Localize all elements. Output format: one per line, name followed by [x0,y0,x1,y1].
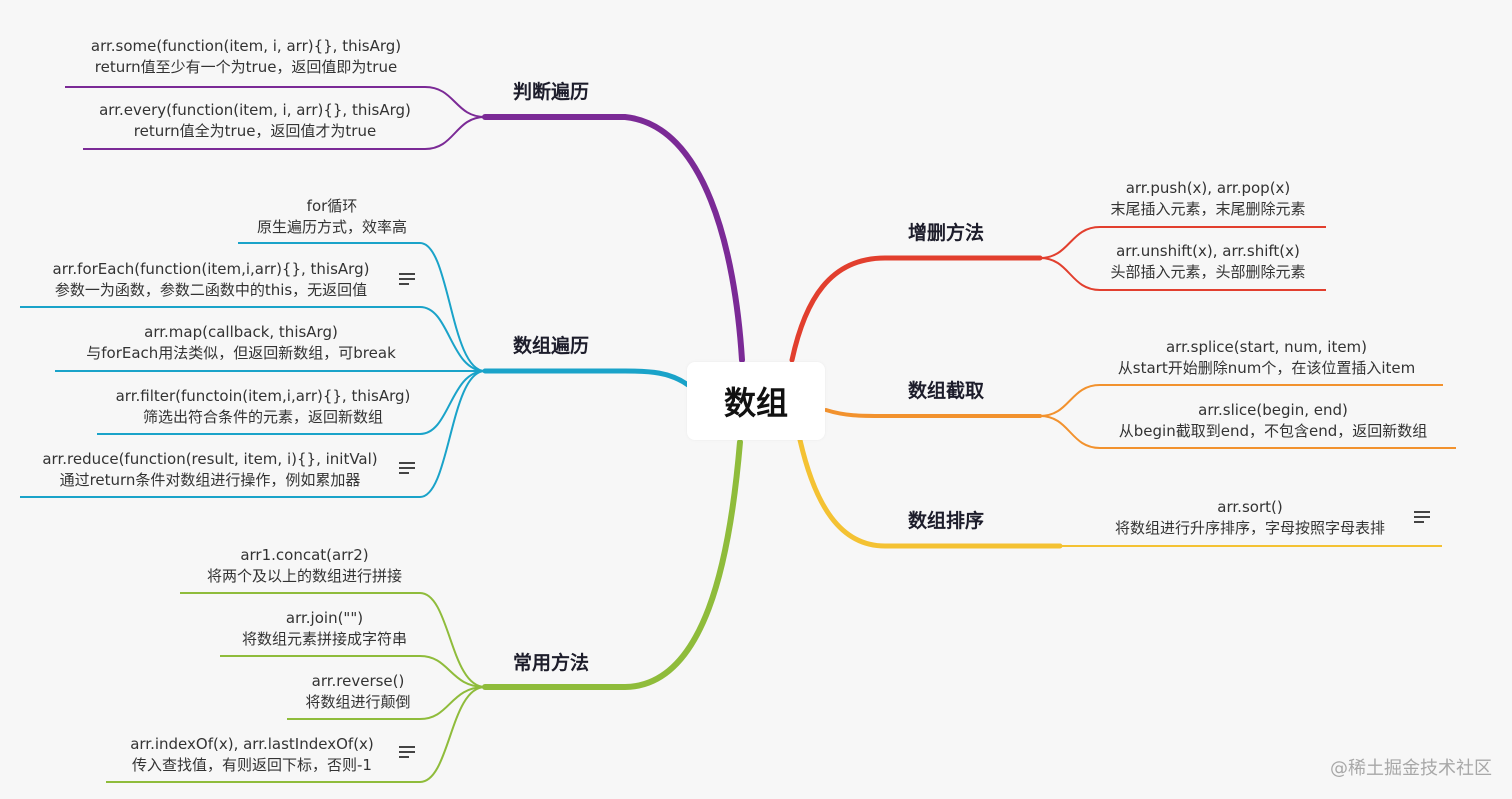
watermark-text: @稀土掘金技术社区 [1330,758,1492,779]
leaf-sortop-desc: 将数组进行升序排序，字母按照字母表排 [1114,519,1385,537]
leaf-reverse-code: arr.reverse() [311,672,405,690]
leaf-every-code: arr.every(function(item, i, arr){}, this… [99,101,411,119]
leaf-some[interactable]: arr.some(function(item, i, arr){}, thisA… [66,36,426,78]
leaf-foreach-connector [20,306,486,372]
leaf-indexof-code: arr.indexOf(x), arr.lastIndexOf(x) [130,735,374,753]
note-lines-icon[interactable] [399,462,415,476]
leaf-forloop-desc: 原生遍历方式，效率高 [256,218,407,236]
branch-slice-connector [824,408,1042,418]
leaf-concat-code: arr1.concat(arr2) [240,546,369,564]
branch-sort-title[interactable]: 数组排序 [908,510,985,532]
leaf-concat[interactable]: arr1.concat(arr2) 将两个及以上的数组进行拼接 [182,545,427,587]
branch-addremove-title[interactable]: 增删方法 [908,222,985,244]
leaf-foreach[interactable]: arr.forEach(function(item,i,arr){}, this… [26,259,396,301]
leaf-sortop[interactable]: arr.sort() 将数组进行升序排序，字母按照字母表排 [1094,497,1406,539]
leaf-every-connector [83,116,486,150]
branch-common-connector [482,439,743,690]
leaf-unshift[interactable]: arr.unshift(x), arr.shift(x) 头部插入元素，头部删除… [1094,241,1322,283]
leaf-join-connector [220,655,486,688]
leaf-unshift-connector [1039,257,1326,291]
leaf-filter-connector [97,370,486,435]
leaf-every-desc: return值全为true，返回值才为true [133,122,377,140]
leaf-pushpop-code: arr.push(x), arr.pop(x) [1125,179,1291,197]
leaf-forloop-connector [238,242,486,372]
branch-judge-connector [482,114,745,363]
leaf-reverse[interactable]: arr.reverse() 将数组进行颠倒 [288,671,428,713]
leaf-splice[interactable]: arr.splice(start, num, item) 从start开始删除n… [1094,337,1439,379]
leaf-map-desc: 与forEach用法类似，但返回新数组，可break [86,344,396,362]
leaf-indexof-connector [106,686,486,783]
leaf-join-code: arr.join("") [285,609,364,627]
leaf-concat-desc: 将两个及以上的数组进行拼接 [206,567,402,585]
leaf-pushpop-desc: 末尾插入元素，末尾删除元素 [1110,200,1306,218]
leaf-some-code: arr.some(function(item, i, arr){}, thisA… [90,37,402,55]
leaf-reduce[interactable]: arr.reduce(function(result, item, i){}, … [24,449,396,491]
leaf-splice-code: arr.splice(start, num, item) [1165,338,1368,356]
central-topic[interactable]: 数组 [687,362,825,440]
leaf-reduce-code: arr.reduce(function(result, item, i){}, … [42,450,378,468]
leaf-sliceop-connector [1039,415,1456,449]
leaf-indexof[interactable]: arr.indexOf(x), arr.lastIndexOf(x) 传入查找值… [108,734,396,776]
branch-addremove-connector [789,255,1043,363]
branch-iterate-connector [482,368,691,388]
note-lines-icon[interactable] [1414,511,1430,525]
branch-judge-title[interactable]: 判断遍历 [513,81,590,103]
leaf-reverse-connector [287,686,486,720]
leaf-map[interactable]: arr.map(callback, thisArg) 与forEach用法类似，… [56,322,426,364]
leaf-sliceop[interactable]: arr.slice(begin, end) 从begin截取到end，不包含en… [1094,400,1452,442]
branch-iterate-title[interactable]: 数组遍历 [513,335,590,357]
leaf-splice-desc: 从start开始删除num个，在该位置插入item [1117,359,1416,377]
leaf-splice-connector [1039,384,1443,417]
branch-slice-title[interactable]: 数组截取 [908,380,985,402]
leaf-reduce-desc: 通过return条件对数组进行操作，例如累加器 [59,471,361,489]
leaf-sortop-code: arr.sort() [1217,498,1283,516]
leaf-filter[interactable]: arr.filter(functoin(item,i,arr){}, thisA… [98,386,428,428]
leaf-every[interactable]: arr.every(function(item, i, arr){}, this… [84,100,426,142]
leaf-unshift-desc: 头部插入元素，头部删除元素 [1110,263,1306,281]
leaf-reduce-connector [20,370,486,498]
leaf-pushpop[interactable]: arr.push(x), arr.pop(x) 末尾插入元素，末尾删除元素 [1094,178,1322,220]
leaf-foreach-desc: 参数一为函数，参数二函数中的this，无返回值 [54,281,368,299]
leaf-forloop-code: for循环 [306,197,358,215]
note-lines-icon[interactable] [399,273,415,287]
note-lines-icon[interactable] [399,746,415,760]
leaf-concat-connector [180,592,486,688]
leaf-pushpop-connector [1039,226,1326,259]
leaf-sliceop-desc: 从begin截取到end，不包含end，返回新数组 [1118,422,1428,440]
leaf-filter-code: arr.filter(functoin(item,i,arr){}, thisA… [115,387,411,405]
leaf-join-desc: 将数组元素拼接成字符串 [241,630,407,648]
leaf-forloop[interactable]: for循环 原生遍历方式，效率高 [236,196,428,238]
branch-common-title[interactable]: 常用方法 [513,652,590,674]
leaf-some-desc: return值至少有一个为true，返回值即为true [94,58,398,76]
branch-sort-connector [797,437,1063,549]
leaf-join[interactable]: arr.join("") 将数组元素拼接成字符串 [222,608,427,650]
leaf-map-code: arr.map(callback, thisArg) [144,323,338,341]
leaf-sliceop-code: arr.slice(begin, end) [1198,401,1348,419]
leaf-some-connector [65,86,486,118]
leaf-reverse-desc: 将数组进行颠倒 [305,693,411,711]
leaf-foreach-code: arr.forEach(function(item,i,arr){}, this… [52,260,370,278]
leaf-unshift-code: arr.unshift(x), arr.shift(x) [1116,242,1300,260]
leaf-filter-desc: 筛选出符合条件的元素，返回新数组 [142,408,383,426]
leaf-indexof-desc: 传入查找值，有则返回下标，否则-1 [132,756,372,774]
